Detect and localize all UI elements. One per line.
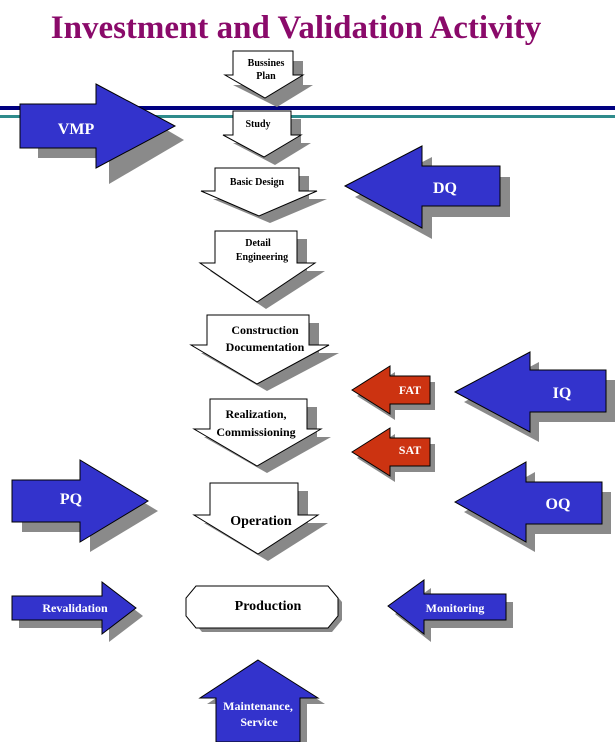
monitoring-arrow: Monitoring: [387, 579, 513, 642]
sat-arrow: SAT: [351, 427, 435, 482]
step-label-line1: Realization,: [226, 407, 287, 421]
dq-arrow: DQ: [343, 145, 510, 239]
step-label-line1: Bussines: [248, 58, 285, 69]
vmp-label: VMP: [58, 121, 95, 138]
step-realization-commissioning: Realization, Commissioning: [192, 398, 331, 473]
sat-label: SAT: [399, 443, 421, 457]
step-basic-design: Basic Design: [200, 167, 327, 223]
monitoring-label: Monitoring: [426, 601, 485, 615]
step-operation: Operation: [192, 482, 328, 561]
fat-arrow: FAT: [351, 365, 435, 420]
fat-label: FAT: [399, 383, 421, 397]
step-label-line2: Commissioning: [216, 425, 295, 439]
maintenance-service-arrow: Maintenance, Service: [198, 659, 325, 742]
oq-label: OQ: [546, 496, 571, 513]
diagram-title: Investment and Validation Activity: [51, 10, 542, 46]
step-label-line2: Engineering: [236, 252, 288, 263]
header-line-navy: [0, 106, 615, 110]
pq-label: PQ: [60, 491, 82, 508]
step-label-line1: Construction: [231, 323, 299, 337]
header-lines: [0, 106, 615, 118]
pq-arrow: PQ: [11, 459, 158, 552]
step-detail-engineering: Detail Engineering: [198, 230, 325, 309]
maintenance-label-line1: Maintenance,: [223, 699, 293, 713]
production-box: Production: [185, 585, 342, 632]
production-label: Production: [235, 599, 302, 614]
step-label-line1: Detail: [245, 238, 271, 249]
revalidation-label: Revalidation: [42, 601, 108, 615]
step-label-line1: Operation: [230, 514, 292, 529]
oq-arrow: OQ: [453, 461, 611, 552]
maintenance-label-line2: Service: [240, 715, 278, 729]
step-label-line2: Plan: [256, 71, 276, 82]
step-construction-documentation: Construction Documentation: [189, 314, 339, 391]
revalidation-arrow: Revalidation: [11, 580, 143, 642]
header-line-teal: [0, 115, 615, 118]
step-label-line1: Basic Design: [230, 177, 285, 188]
vmp-arrow: VMP: [19, 83, 184, 184]
step-label-line2: Documentation: [226, 340, 305, 354]
step-business-plan: Bussines Plan: [223, 50, 313, 107]
iq-label: IQ: [553, 385, 572, 402]
dq-label: DQ: [433, 180, 457, 197]
step-study: Study: [222, 110, 311, 165]
iq-arrow: IQ: [453, 351, 615, 442]
step-label-line1: Study: [245, 119, 270, 130]
